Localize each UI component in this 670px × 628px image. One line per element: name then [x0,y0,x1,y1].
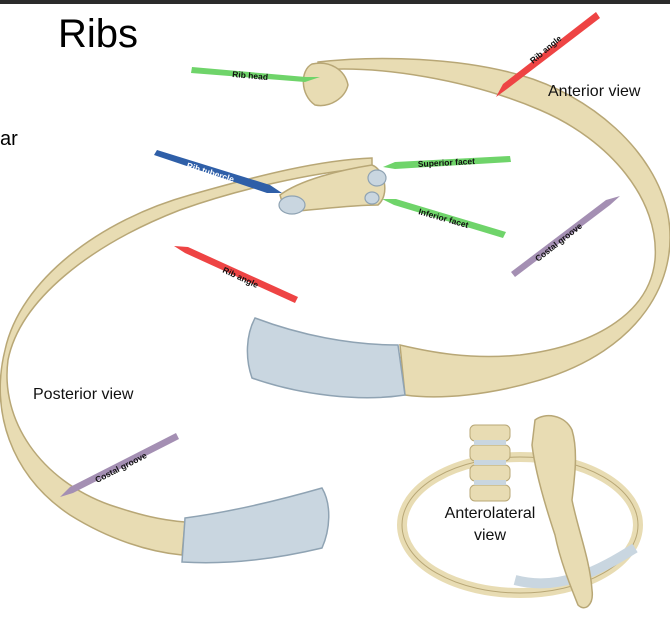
anterolateral-rib-ring-outline [401,456,639,594]
posterior-rib-neck [279,164,386,213]
rib-head-label: Rib head [232,69,269,82]
superior-facet-arrow: Superior facet [383,156,511,169]
anterolateral-thorax [397,414,643,609]
rib-tubercle-label: Rib tubercle [185,160,235,184]
costal-groove-left-label: Costal groove [93,450,148,485]
inferior-facet-arrow: Inferior facet [382,199,506,238]
anterolateral-view-line2: view [473,527,506,544]
rib-head-arrow: Rib head [191,67,320,82]
costal-groove-right-label: Costal groove [533,221,584,264]
anterior-view-label: Anterior view [548,83,641,100]
costal-groove-left-arrow: Costal groove [60,433,179,497]
superior-facet-label: Superior facet [418,156,476,169]
sternum [531,414,594,609]
top-border [0,0,670,4]
posterior-costal-cartilage [181,487,330,564]
posterior-rib-body [0,157,373,556]
costal-groove-right-arrow: Costal groove [511,196,620,277]
posterior-view-label: Posterior view [33,386,134,403]
rib-angle-mid-label: Rib angle [221,265,260,290]
anterolateral-view-line1: Anterolateral [444,505,536,522]
inferior-facet-label: Inferior facet [417,206,469,230]
vertebral-column [469,424,511,502]
anterior-rib [246,57,670,399]
page-title: Ribs [58,12,139,56]
anterior-rib-head [302,62,349,107]
superior-facet-surface [367,169,387,187]
annotation-arrows: Rib head Rib angle Rib tubercle Superior… [60,12,620,497]
posterior-rib [0,157,387,564]
inferior-facet-surface [364,191,380,205]
rib-angle-mid-arrow: Rib angle [174,246,298,303]
rib-tubercle-facet [278,195,306,215]
anterolateral-view-label: Anterolateral view [440,503,540,547]
clipped-edge-text: ar [0,128,18,150]
anterior-costal-cartilage [246,317,406,399]
